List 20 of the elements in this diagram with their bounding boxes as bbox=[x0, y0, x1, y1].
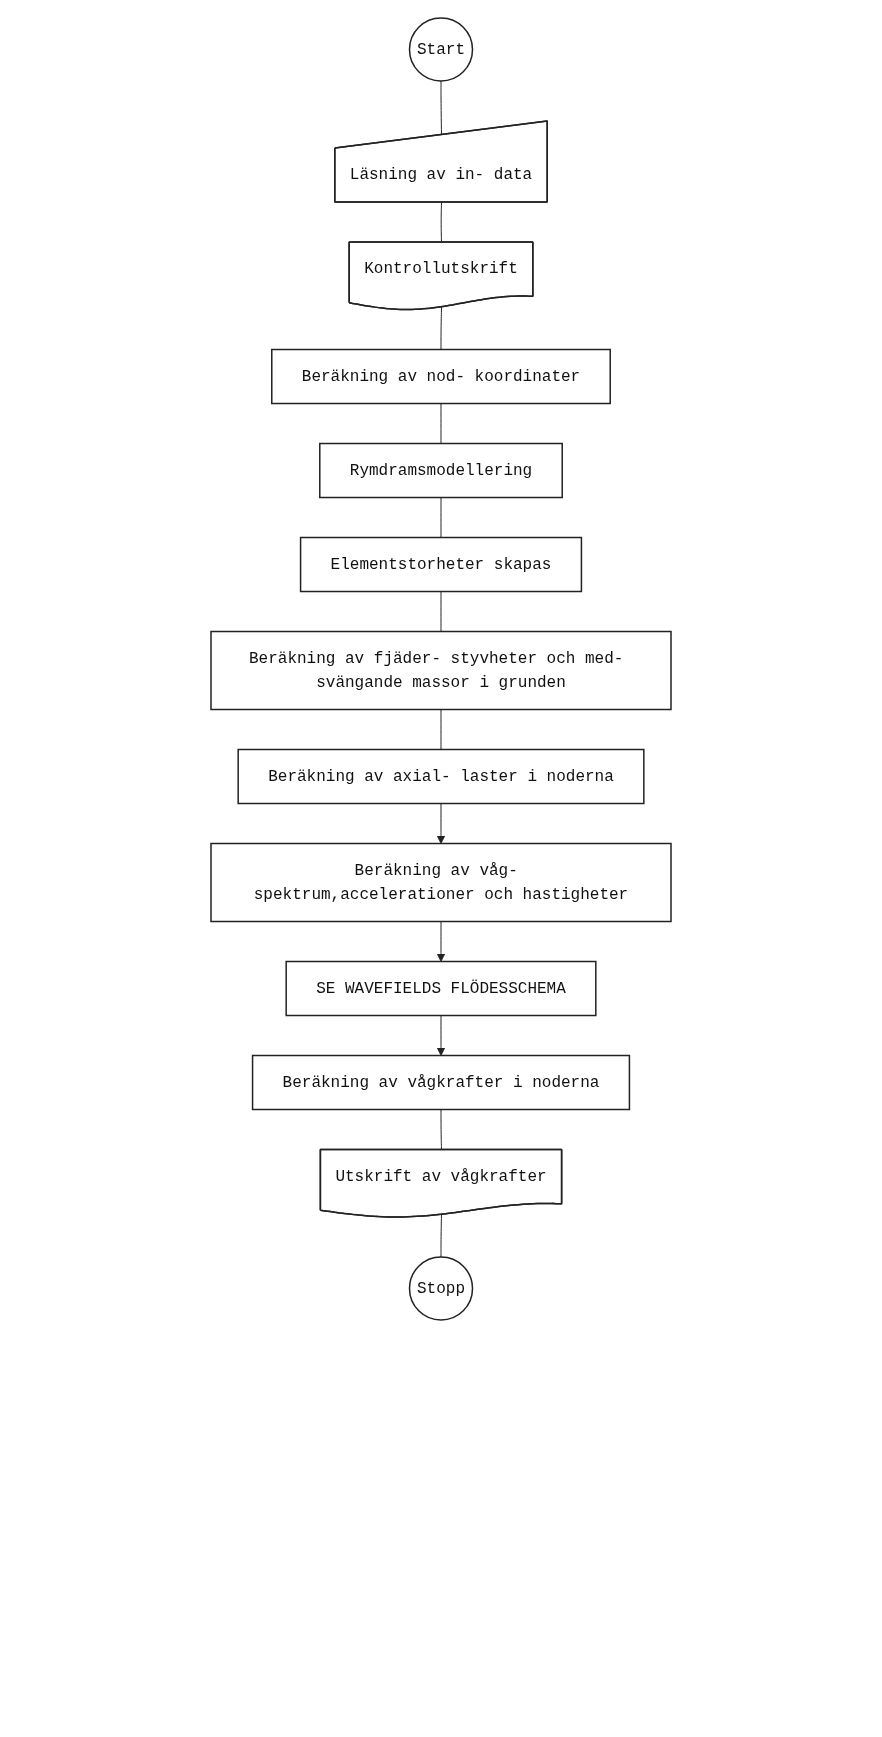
connector bbox=[440, 1214, 442, 1258]
node-circle: Start bbox=[408, 17, 474, 82]
node-box: Rymdramsmodellering bbox=[319, 442, 563, 499]
connector bbox=[440, 591, 442, 632]
node-box: Beräkning av axial- laster i noderna bbox=[237, 748, 645, 805]
node-box: Beräkning av fjäder- styvheter och med- svängande massor i grunden bbox=[210, 630, 672, 711]
connector bbox=[440, 497, 442, 538]
node-box: Beräkning av vågkrafter i noderna bbox=[251, 1054, 631, 1111]
node-box: Beräkning av nod- koordinater bbox=[271, 348, 611, 405]
connector bbox=[440, 403, 442, 444]
node-circle: Stopp bbox=[408, 1256, 474, 1321]
connector bbox=[440, 306, 442, 350]
arrow bbox=[436, 1015, 446, 1056]
arrow bbox=[436, 803, 446, 844]
arrow bbox=[436, 921, 446, 962]
connector bbox=[440, 709, 442, 750]
node-box: Elementstorheter skapas bbox=[299, 536, 583, 593]
node-box: Beräkning av våg- spektrum,accelerationer och hastigheter bbox=[210, 842, 672, 923]
connector bbox=[440, 202, 442, 243]
node-box: SE WAVEFIELDS FLÖDESSCHEMA bbox=[285, 960, 597, 1017]
